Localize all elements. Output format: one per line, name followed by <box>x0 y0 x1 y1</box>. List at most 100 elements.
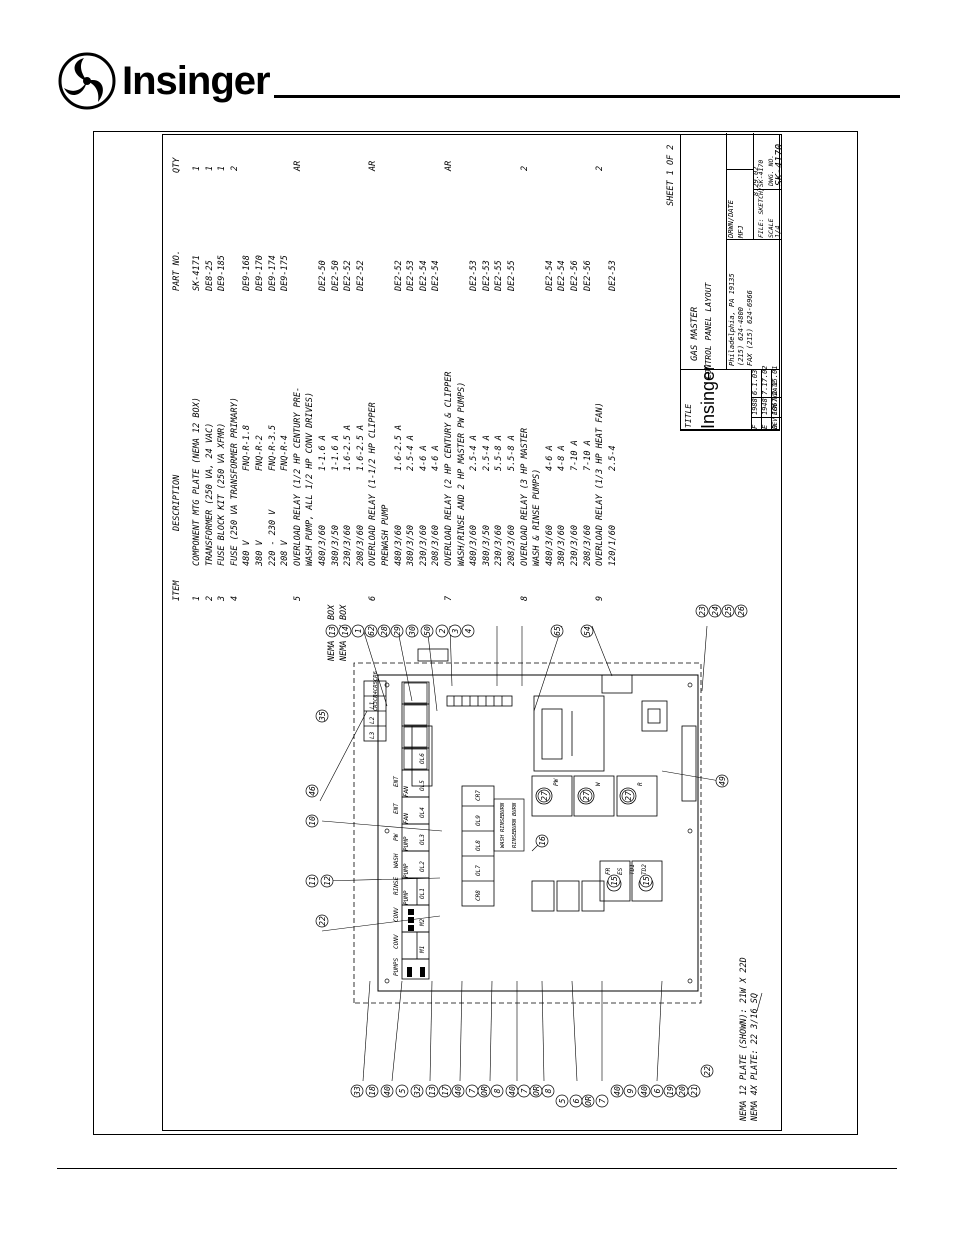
relay-label: CR6 <box>373 670 379 681</box>
callout-circle <box>377 624 391 638</box>
callout-label: 12 <box>323 876 332 886</box>
callout-label: 11 <box>308 876 317 886</box>
contactor-label: CONV <box>393 907 400 922</box>
callout-label: 13 <box>328 626 337 636</box>
terminal-label: L2 <box>369 716 376 724</box>
relay-label: CR4 <box>373 691 379 701</box>
cr-label: CR7 <box>475 790 482 801</box>
callout-label: 20 <box>678 1086 687 1096</box>
contactor-label: PUMPS <box>393 958 400 976</box>
terminal-label: L3 <box>369 731 376 739</box>
timer-label: TD1 <box>629 864 636 875</box>
relay-boxes <box>531 775 658 912</box>
callout-circle <box>405 624 419 638</box>
callout-circle <box>320 874 334 888</box>
callout-label: OR <box>532 1086 541 1096</box>
callout-label: 15 <box>610 876 619 886</box>
contactor-label: ENT <box>393 776 400 787</box>
insinger-swirl-icon <box>58 52 116 110</box>
callout-circle <box>623 1084 637 1098</box>
callout-circle <box>621 789 635 803</box>
cr-label: OL9 <box>475 815 482 826</box>
relay-box-label: W <box>595 781 602 786</box>
callout-circle <box>541 1084 555 1098</box>
callout-circle <box>380 1084 394 1098</box>
burner-label: BURN <box>512 802 518 816</box>
callout-label: 40 <box>508 1086 517 1096</box>
contactor-label: ENT <box>393 803 400 814</box>
contactor-label: WASH <box>393 853 400 868</box>
callout-label: 14 <box>341 626 350 636</box>
callout-label: 10 <box>308 816 317 826</box>
callout-label: OR <box>480 1086 489 1096</box>
callout-label: 50 <box>423 626 432 636</box>
callout-label: 26 <box>737 606 746 616</box>
callout-label: 19 <box>666 1086 675 1096</box>
callout-circle <box>734 604 748 618</box>
callout-circle <box>420 624 434 638</box>
callout-circle <box>650 1084 664 1098</box>
callout-circle <box>555 1094 569 1108</box>
callout-circle <box>338 624 352 638</box>
callout-circle <box>365 1084 379 1098</box>
terminal-label: L1 <box>369 702 376 709</box>
relay-box-label: R <box>637 782 644 786</box>
callout-circle <box>305 784 319 798</box>
burner-label: WASH <box>500 834 506 848</box>
callout-label: 18 <box>368 1086 377 1096</box>
contactor-sub-label: FAN <box>403 786 410 797</box>
callout-circle <box>350 1084 364 1098</box>
callout-circle <box>325 624 339 638</box>
mounting-plate <box>377 674 699 992</box>
contactor-id: OL2 <box>419 861 426 872</box>
callout-label: 27 <box>540 791 549 801</box>
callout-circle <box>637 1084 651 1098</box>
callout-circle <box>715 774 729 788</box>
contactor-id: OL4 <box>419 807 426 818</box>
brand-name: Insinger <box>122 59 271 103</box>
callout-label: 8 <box>493 1088 502 1093</box>
callout-label: 32 <box>413 1086 422 1097</box>
callout-label: 5 <box>398 1088 407 1093</box>
callout-circle <box>639 874 653 888</box>
callout-circle <box>305 874 319 888</box>
callout-label: 8 <box>544 1088 553 1093</box>
callout-circle <box>537 789 551 803</box>
callout-circle <box>305 814 319 828</box>
timer-label: TD2 <box>641 864 648 875</box>
burner-label: RINSE <box>512 831 518 848</box>
cr-label: CR8 <box>475 890 482 901</box>
footer-rule <box>57 1168 897 1169</box>
callout-label: 15 <box>642 876 651 886</box>
callout-label: 1 <box>354 629 363 634</box>
callout-label: 3 <box>451 628 460 634</box>
callout-label: 27 <box>582 791 591 801</box>
callout-circle <box>438 1084 452 1098</box>
callout-label: 33 <box>353 1086 362 1097</box>
cr-label: OL7 <box>475 865 482 876</box>
callout-label: 6 <box>572 1098 581 1103</box>
contactor-sub-label: PUMP <box>403 863 410 878</box>
callout-label: 2 <box>438 628 447 633</box>
timer-label: ES <box>617 867 624 875</box>
callout-circle <box>579 789 593 803</box>
contactor-strip <box>401 681 430 980</box>
relay-box-label: PW <box>553 777 560 786</box>
callout-label: 4 <box>464 628 473 633</box>
callout-label: 5 <box>558 1098 567 1103</box>
callout-label: 40 <box>640 1086 649 1096</box>
drawing-frame <box>93 131 858 1135</box>
callout-label: 40 <box>613 1086 622 1096</box>
callout-circle <box>315 709 329 723</box>
contactor-id: OL5 <box>419 780 426 791</box>
contactor-id: M2 <box>419 918 426 927</box>
callout-circle <box>721 604 735 618</box>
drawing-border <box>162 134 782 1131</box>
callout-label: 30 <box>408 626 417 637</box>
callout-label: 62 <box>367 626 376 636</box>
contactor-id: OL3 <box>419 834 426 845</box>
callout-circle <box>490 1084 504 1098</box>
callout-label: 49 <box>718 776 727 786</box>
